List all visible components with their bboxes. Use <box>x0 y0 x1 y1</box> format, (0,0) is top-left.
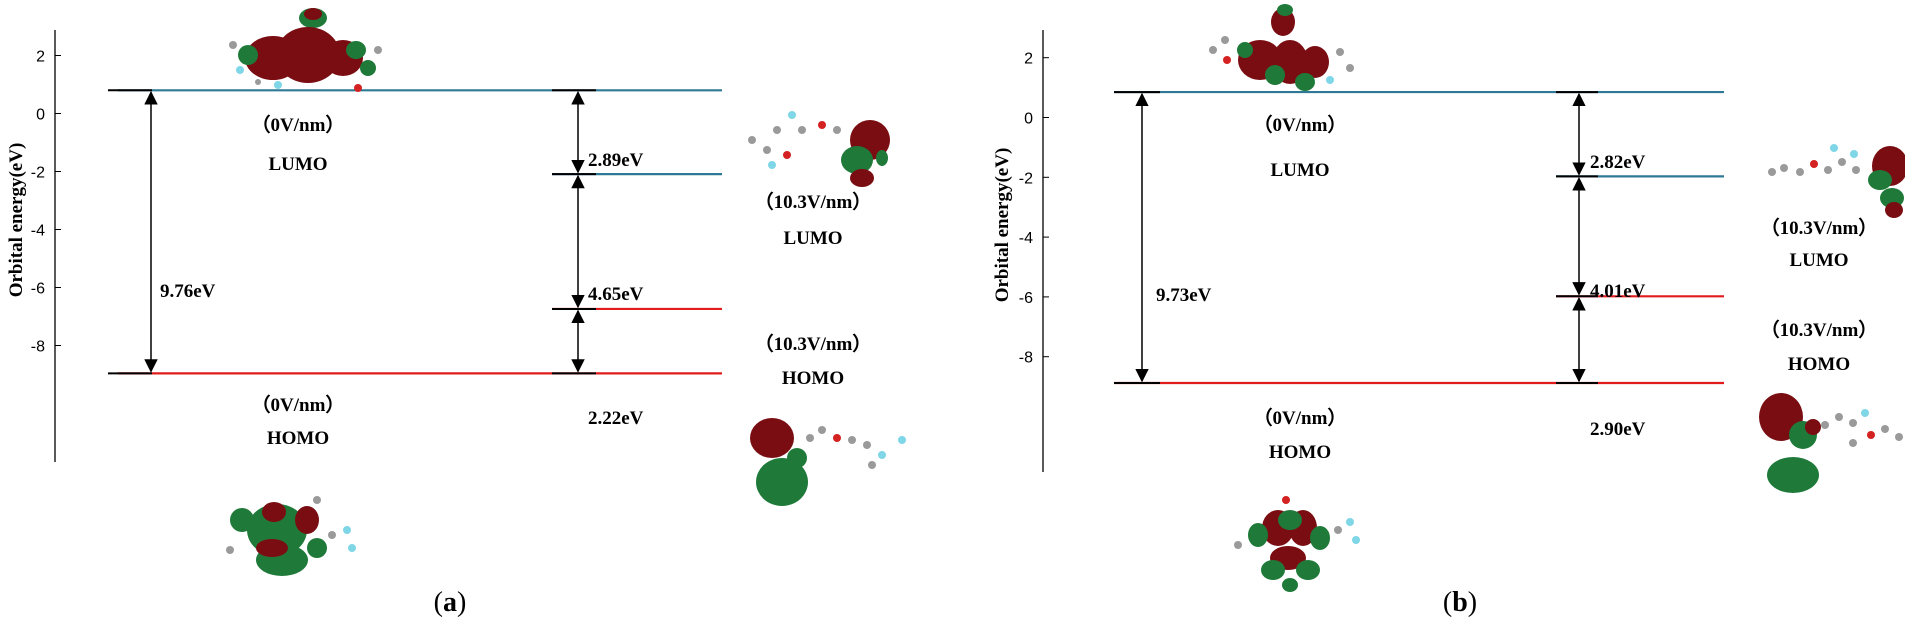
level-name-label: HOMO <box>267 428 329 449</box>
y-tick-label: -2 <box>31 165 45 182</box>
gap-label: 2.90eV <box>1590 419 1646 440</box>
level-name-label: HOMO <box>1788 354 1850 375</box>
panel-a: 2 0 -2 -4 -6 -8 Orbital energy(eV) 9.76e… <box>6 8 906 618</box>
level-name-label: LUMO <box>1789 250 1848 271</box>
gap-label: 9.76eV <box>160 281 216 302</box>
homo-0v-orbital-image <box>1234 496 1360 592</box>
y-tick-label: -6 <box>1019 290 1033 307</box>
level-field-label: （0V/nm） <box>252 393 345 416</box>
gap-label: 4.01eV <box>1590 281 1646 302</box>
level-name-label: HOMO <box>1269 442 1331 463</box>
level-field-label: （10.3V/nm） <box>755 190 872 213</box>
level-name-label: LUMO <box>1270 160 1329 181</box>
level-field-label: （0V/nm） <box>1254 406 1347 429</box>
level-name-label: LUMO <box>783 228 842 249</box>
y-tick-label: 2 <box>1024 51 1033 68</box>
homo-10v-orbital-image <box>1759 393 1903 493</box>
y-tick-label: 0 <box>36 107 45 124</box>
lumo-10v-orbital-image <box>1768 144 1905 218</box>
level-name-label: HOMO <box>782 368 844 389</box>
lumo-0v-orbital-image <box>229 8 382 92</box>
y-ticks <box>55 55 61 346</box>
level-field-label: （0V/nm） <box>252 113 345 136</box>
y-axis-label: Orbital energy(eV) <box>992 148 1013 303</box>
level-name-label: LUMO <box>268 154 327 175</box>
homo-0v-orbital-image <box>226 496 356 576</box>
y-tick-label: -6 <box>31 281 45 298</box>
panel-label: (a) <box>434 587 467 618</box>
gap-label: 2.82eV <box>1590 152 1646 173</box>
y-tick-label: -8 <box>31 339 45 356</box>
lumo-0v-orbital-image <box>1209 4 1354 91</box>
y-tick-labels: 2 0 -2 -4 -6 -8 <box>31 49 45 356</box>
homo-10v-orbital-image <box>750 418 906 506</box>
y-axis-label: Orbital energy(eV) <box>6 143 27 298</box>
panel-b: 2 0 -2 -4 -6 -8 Orbital energy(eV) 9.73e… <box>992 4 1905 618</box>
y-tick-label: -4 <box>1019 230 1033 247</box>
y-tick-label: 2 <box>36 49 45 66</box>
level-field-label: （10.3V/nm） <box>755 332 872 355</box>
gap-label: 2.22eV <box>588 408 644 429</box>
y-tick-labels: 2 0 -2 -4 -6 -8 <box>1019 51 1033 367</box>
lumo-10v-orbital-image <box>748 111 890 187</box>
y-tick-label: -2 <box>1019 170 1033 187</box>
level-field-label: （0V/nm） <box>1254 113 1347 136</box>
gap-label: 2.89eV <box>588 150 644 171</box>
level-field-label: （10.3V/nm） <box>1761 318 1878 341</box>
y-tick-label: -8 <box>1019 350 1033 367</box>
level-field-label: （10.3V/nm） <box>1761 216 1878 239</box>
panel-label: (b) <box>1443 587 1477 618</box>
y-ticks <box>1043 57 1049 358</box>
y-tick-label: 0 <box>1024 111 1033 128</box>
gap-label: 4.65eV <box>588 284 644 305</box>
gap-label: 9.73eV <box>1156 285 1212 306</box>
y-tick-label: -4 <box>31 223 45 240</box>
